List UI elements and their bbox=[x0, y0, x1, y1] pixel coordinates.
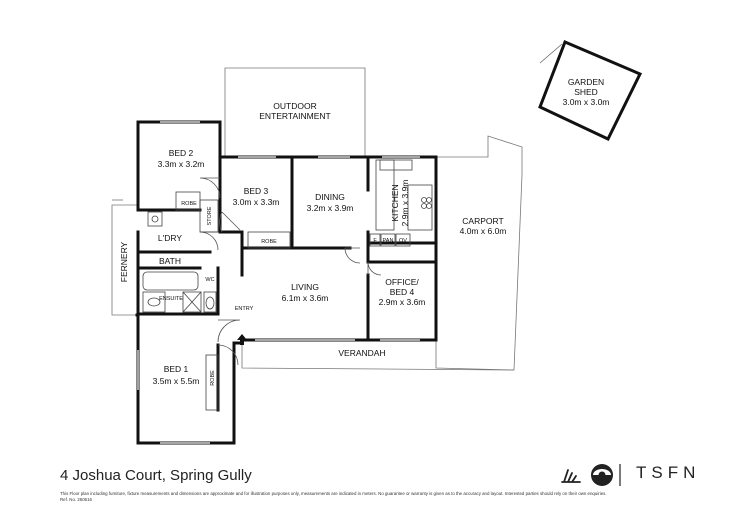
dining-name: DINING bbox=[315, 192, 345, 202]
fernery-name: FERNERY bbox=[119, 241, 129, 282]
fernery-outline bbox=[111, 204, 138, 316]
store-label: STORE bbox=[207, 206, 213, 225]
door-bed3 bbox=[219, 211, 241, 233]
plant-mark-icon bbox=[561, 469, 581, 483]
laundry-tub bbox=[147, 211, 163, 227]
outdoor-entertainment-name-2: ENTERTAINMENT bbox=[259, 111, 330, 121]
bed1-name: BED 1 bbox=[164, 364, 189, 374]
tsfn-logo-icon bbox=[591, 464, 621, 486]
verandah-outline bbox=[241, 340, 515, 371]
room-labels: GARDEN SHED 3.0m x 3.0m OUTDOOR ENTERTAI… bbox=[119, 77, 609, 386]
outdoor-outlines bbox=[111, 67, 523, 371]
garden-shed bbox=[538, 40, 643, 141]
fixture-labels: ROBE STORE ROBE ROBE F PAN OV bbox=[181, 201, 407, 386]
bed1-robe-label: ROBE bbox=[210, 370, 216, 386]
pantry-label: PAN bbox=[383, 238, 394, 244]
windows bbox=[137, 121, 420, 444]
property-address: 4 Joshua Court, Spring Gully bbox=[60, 467, 252, 484]
kitchen-name: KITCHEN bbox=[390, 184, 400, 221]
door-entry bbox=[217, 319, 241, 343]
ensuite-name: ENSUITE bbox=[159, 296, 183, 302]
bed3-name: BED 3 bbox=[244, 186, 269, 196]
fixtures bbox=[142, 159, 433, 411]
cooktop-4 bbox=[426, 203, 432, 209]
entry-arrow-icon bbox=[237, 334, 247, 345]
office-name-2: BED 4 bbox=[390, 287, 415, 297]
fridge-label: F bbox=[373, 238, 377, 244]
entry-name: ENTRY bbox=[235, 306, 254, 312]
kitchen-sink bbox=[379, 159, 413, 171]
outdoor-entertainment-name-1: OUTDOOR bbox=[273, 101, 316, 111]
store-cupboard bbox=[199, 199, 219, 233]
living-size: 6.1m x 3.6m bbox=[282, 293, 329, 303]
brand-wordmark: TSFN bbox=[636, 463, 701, 482]
pantry-space bbox=[380, 233, 396, 247]
bed3-robe bbox=[247, 231, 291, 249]
wc-name: WC bbox=[205, 277, 214, 283]
carport-name: CARPORT bbox=[462, 216, 503, 226]
bed2-name: BED 2 bbox=[169, 148, 194, 158]
kitchen-island bbox=[407, 184, 433, 231]
dining-size: 3.2m x 3.9m bbox=[307, 203, 354, 213]
garden-shed-size: 3.0m x 3.0m bbox=[563, 97, 610, 107]
laundry-name: L'DRY bbox=[158, 233, 182, 243]
ensuite-basin bbox=[147, 297, 161, 307]
shower-x2 bbox=[182, 291, 202, 313]
wall-west-service bbox=[135, 230, 140, 317]
cooktop-1 bbox=[421, 197, 427, 203]
door-dining bbox=[344, 247, 361, 264]
office-name-1: OFFICE/ bbox=[385, 277, 419, 287]
brand-logo bbox=[561, 464, 621, 486]
door-laundry bbox=[199, 231, 219, 251]
bathtub bbox=[142, 271, 199, 291]
bed2-size: 3.3m x 3.2m bbox=[158, 159, 205, 169]
door-office bbox=[367, 261, 382, 276]
disclaimer-text: This Floor plan including furniture, fix… bbox=[60, 491, 607, 496]
outdoor-entertainment-outline bbox=[224, 67, 366, 157]
garden-shed-name-2: SHED bbox=[574, 87, 598, 97]
wall-west-bed1 bbox=[136, 313, 244, 445]
door-bed1 bbox=[217, 344, 239, 366]
carport-size: 4.0m x 6.0m bbox=[460, 226, 507, 236]
oven-space bbox=[395, 233, 411, 247]
ensuite-vanity bbox=[142, 291, 166, 313]
bed3-size: 3.0m x 3.3m bbox=[233, 197, 280, 207]
cooktop-2 bbox=[426, 197, 432, 203]
bed1-robe bbox=[205, 354, 219, 411]
laundry-tub-drain bbox=[151, 215, 159, 223]
oven-label: OV bbox=[399, 238, 407, 244]
carport-outline bbox=[435, 135, 523, 371]
door-bed2 bbox=[199, 177, 221, 199]
bed2-robe-label: ROBE bbox=[181, 201, 197, 207]
garden-shed-name-1: GARDEN bbox=[568, 77, 604, 87]
cooktop-3 bbox=[421, 203, 427, 209]
bath-name: BATH bbox=[159, 256, 181, 266]
garden-shed-door bbox=[539, 43, 563, 64]
reference-number: Ref. No. 250616 bbox=[60, 497, 92, 502]
wc-bowl bbox=[205, 296, 215, 310]
bed3-robe-label: ROBE bbox=[261, 239, 277, 245]
wc-toilet bbox=[203, 291, 217, 313]
fridge-space bbox=[369, 233, 381, 247]
ensuite-shower bbox=[182, 291, 202, 313]
garden-shed-walls bbox=[538, 40, 643, 141]
living-name: LIVING bbox=[291, 282, 319, 292]
office-size: 2.9m x 3.6m bbox=[379, 297, 426, 307]
verandah-name: VERANDAH bbox=[338, 348, 385, 358]
bed1-size: 3.5m x 5.5m bbox=[153, 376, 200, 386]
kitchen-size: 2.9m x 3.9m bbox=[400, 180, 410, 227]
